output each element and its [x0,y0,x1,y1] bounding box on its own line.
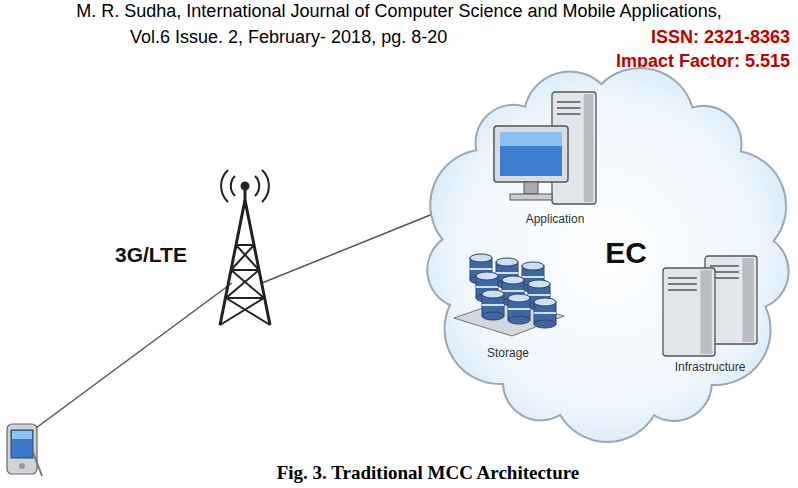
wireless-link [36,283,232,428]
service-icon: Infrastructure [655,254,765,374]
journal-header: M. R. Sudha, International Journal of Co… [76,1,721,22]
service-icon: Storage [448,252,568,360]
backhaul-link [262,205,455,283]
issn: ISSN: 2321-8363 [651,27,790,48]
link-label: 3G/LTE [115,243,187,267]
service-label: Storage [487,346,529,360]
infra-icon [655,254,765,358]
app-icon [490,90,620,210]
region-title: EC [605,236,647,270]
figure-caption: Fig. 3. Traditional MCC Architecture [277,462,580,484]
mobile-phone [7,424,42,476]
service-label: Infrastructure [675,360,746,374]
cloud-region: EC ApplicationStorageInfrastructure [420,62,796,444]
storage-icon [448,252,568,344]
service-label: Application [526,212,585,226]
cell-tower [220,170,270,325]
issue-info: Vol.6 Issue. 2, February- 2018, pg. 8-20 [130,27,447,48]
service-icon: Application [490,90,620,226]
